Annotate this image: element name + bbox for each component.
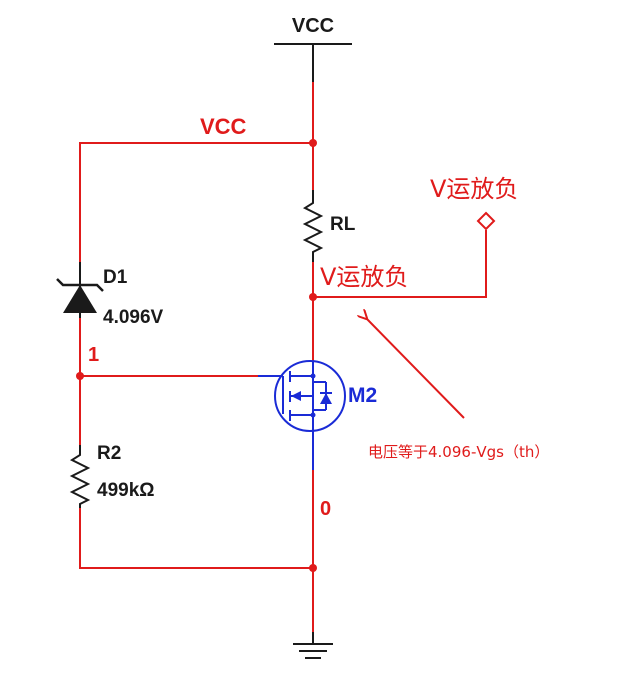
node-vneg-label: V运放负 [320, 263, 408, 291]
probe-terminal: V运放负 [430, 175, 518, 231]
rl-label: RL [330, 214, 356, 235]
vcc-supply-symbol: VCC [274, 15, 352, 82]
nmos-icon [258, 360, 346, 470]
node-1-label: 1 [88, 344, 99, 366]
ground-icon [293, 632, 333, 659]
mosfet-m2: M2 [258, 360, 377, 470]
vcc-net-label: VCC [200, 114, 247, 139]
junctions [76, 139, 317, 572]
junction-dot [76, 372, 84, 380]
vcc-supply-label: VCC [292, 15, 334, 37]
arrow-icon [366, 318, 465, 419]
zener-diode-d1: D1 4.096V [56, 262, 164, 328]
wire-vcc-net [79, 142, 313, 262]
probe-icon [476, 211, 496, 231]
d1-name-label: D1 [103, 267, 128, 288]
d1-value-label: 4.096V [103, 307, 164, 328]
node-0-label: 0 [320, 498, 331, 520]
resistor-r2: R2 499kΩ [69, 443, 155, 508]
junction-dot [309, 293, 317, 301]
zener-diode-icon [56, 262, 104, 318]
resistor-icon [69, 445, 91, 508]
junction-dot [309, 139, 317, 147]
probe-label: V运放负 [430, 175, 518, 203]
wire-probe [313, 230, 487, 298]
m2-label: M2 [348, 384, 377, 407]
r2-value-label: 499kΩ [97, 480, 155, 501]
r2-name-label: R2 [97, 443, 121, 464]
wires [79, 82, 487, 632]
resistor-icon [302, 190, 324, 262]
resistor-rl: RL [302, 190, 356, 262]
junction-dot [309, 564, 317, 572]
voltage-annotation: 电压等于4.096-Vgs（th） [368, 443, 549, 461]
wire-r2-ground [79, 508, 313, 569]
